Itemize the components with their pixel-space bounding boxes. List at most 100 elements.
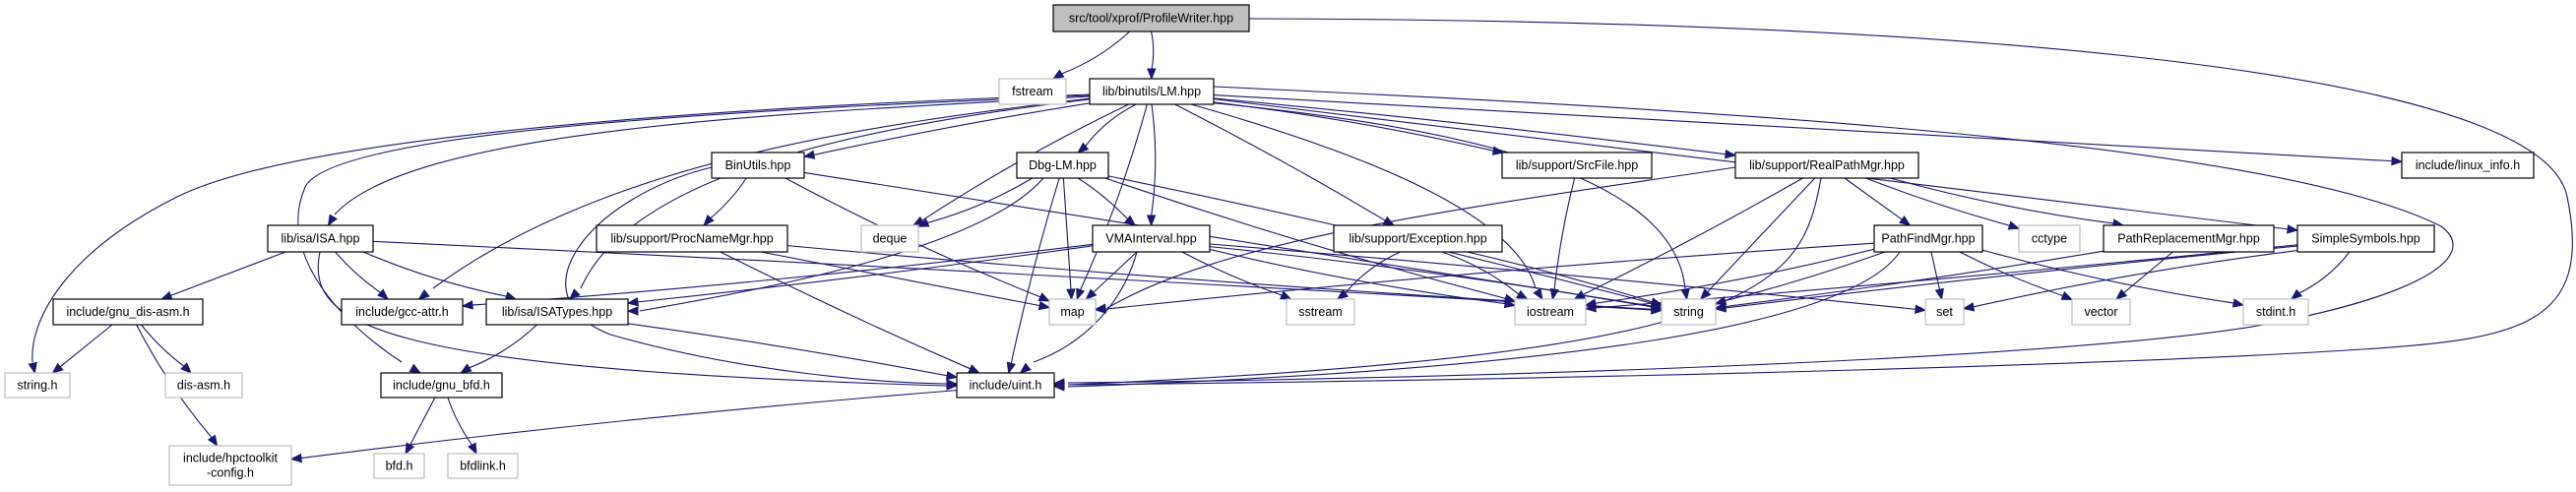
arrowhead-icon [1279, 290, 1292, 300]
arrowhead-icon [1584, 303, 1597, 313]
node-pathreplacementmgr[interactable]: PathReplacementMgr.hpp [2103, 224, 2275, 253]
node-set: set [1924, 298, 1965, 326]
arrowhead-icon [968, 364, 980, 374]
node-procnamemgr[interactable]: lib/support/ProcNameMgr.hpp [596, 224, 788, 253]
arrowhead-icon [1934, 287, 1944, 301]
node-srcfile[interactable]: lib/support/SrcFile.hpp [1501, 152, 1653, 179]
node-profilewriter[interactable]: src/tool/xprof/ProfileWriter.hpp [1052, 4, 1250, 32]
node-binutils[interactable]: BinUtils.hpp [711, 152, 805, 179]
node-isa[interactable]: lib/isa/ISA.hpp [267, 224, 374, 253]
node-pathfindmgr[interactable]: PathFindMgr.hpp [1873, 224, 1983, 253]
edge-gnudisasm-to-disasmh [141, 324, 193, 374]
node-exception[interactable]: lib/support/Exception.hpp [1333, 224, 1503, 253]
node-gnubfd[interactable]: include/gnu_bfd.h [380, 372, 503, 399]
arrowhead-icon [289, 453, 302, 463]
edge-line [1067, 18, 2573, 386]
node-box [998, 78, 1067, 105]
edge-isa-to-gnudisasm [159, 251, 286, 300]
edge-line [335, 251, 382, 294]
node-bfdlink: bfdlink.h [447, 453, 519, 479]
arrowhead-icon [946, 381, 959, 391]
node-dbglm[interactable]: Dbg-LM.hpp [1016, 152, 1109, 179]
node-string: string [1661, 298, 1717, 326]
arrowhead-icon [51, 362, 64, 374]
arrowhead-icon [327, 214, 338, 227]
edge-line [1060, 31, 1131, 75]
edge-procnamemgr-to-map [760, 251, 1051, 311]
edge-pathreplacementmgr-to-string [1714, 250, 2105, 312]
edge-simplesymbols-to-set [1962, 250, 2298, 312]
edge-line [2297, 251, 2351, 294]
edge-line [1972, 250, 2298, 308]
node-box [956, 372, 1055, 399]
arrowhead-icon [1714, 295, 1728, 306]
edge-line [926, 177, 1034, 224]
arrowhead-icon [207, 434, 219, 448]
edge-line [1582, 177, 1803, 296]
edge-line [1344, 251, 1401, 294]
edge-line [471, 243, 1094, 306]
edge-line [1092, 251, 1138, 294]
arrowhead-icon [417, 288, 430, 300]
arrowhead-icon [159, 290, 173, 300]
edge-line [1706, 177, 1816, 293]
node-label: string [1673, 305, 1704, 319]
edge-binutils-to-procnamemgr [703, 177, 747, 227]
edge-line [760, 251, 1041, 307]
edge-line [372, 240, 1654, 311]
edge-line [565, 166, 948, 385]
edge-line [1077, 177, 1129, 220]
node-label: include/gnu_bfd.h [393, 379, 490, 393]
edge-binutils-to-uint [565, 166, 959, 389]
edge-gnudisasm-to-stringh [51, 324, 113, 374]
node-label: VMAInterval.hpp [1105, 232, 1196, 246]
node-label: lib/isa/ISA.hpp [282, 232, 360, 246]
arrowhead-icon [2231, 298, 2245, 308]
edge-line [1441, 251, 1521, 296]
edge-line [334, 95, 1091, 215]
arrowhead-icon [1037, 292, 1051, 302]
node-isatypes[interactable]: lib/isa/ISATypes.hpp [485, 298, 629, 326]
arrowhead-icon [408, 363, 422, 374]
node-box [1514, 298, 1587, 326]
node-gccattr[interactable]: include/gcc-attr.h [341, 298, 464, 326]
edge-line [1067, 251, 1901, 388]
arrowhead-icon [2114, 288, 2128, 300]
node-uint[interactable]: include/uint.h [956, 372, 1055, 399]
arrowhead-icon [1714, 303, 1727, 313]
node-label: bfd.h [386, 460, 413, 473]
edge-line [1151, 31, 1155, 71]
arrowhead-icon [377, 288, 390, 300]
edge-line [1724, 250, 2105, 308]
arrowhead-icon [461, 300, 473, 310]
node-gnudisasm[interactable]: include/gnu_dis-asm.h [52, 298, 204, 326]
edge-line [31, 93, 1091, 363]
edge-line [720, 251, 972, 370]
node-box [1016, 152, 1109, 179]
node-label: lib/binutils/LM.hpp [1102, 85, 1201, 98]
edge-line [1033, 251, 1138, 363]
arrowhead-icon [1503, 298, 1517, 309]
node-box [52, 298, 204, 326]
node-linuxinfo[interactable]: include/linux_info.h [2401, 152, 2535, 179]
edge-simplesymbols-to-stdint [2290, 251, 2351, 300]
node-box [164, 372, 243, 399]
edge-line [1594, 248, 1875, 304]
arrowhead-icon [1725, 149, 1737, 159]
arrowhead-icon [180, 362, 193, 374]
node-lm[interactable]: lib/binutils/LM.hpp [1089, 78, 1215, 105]
arrowhead-icon [916, 217, 930, 227]
node-label: include/hpctoolkit [183, 452, 278, 465]
edge-line [639, 177, 1044, 312]
node-simplesymbols[interactable]: SimpleSymbols.hpp [2296, 224, 2435, 253]
edge-gnubfd-to-bfdlink [447, 397, 477, 456]
edge-pathfindmgr-to-map [1094, 242, 1875, 314]
edge-line [317, 251, 948, 387]
edge-line [299, 390, 958, 460]
node-vmainterval[interactable]: VMAInterval.hpp [1092, 224, 1211, 253]
edge-line [1959, 251, 2064, 297]
node-realpathmgr[interactable]: lib/support/RealPathMgr.hpp [1734, 152, 1919, 179]
edge-line [580, 98, 1091, 289]
arrowhead-icon [2290, 288, 2303, 300]
